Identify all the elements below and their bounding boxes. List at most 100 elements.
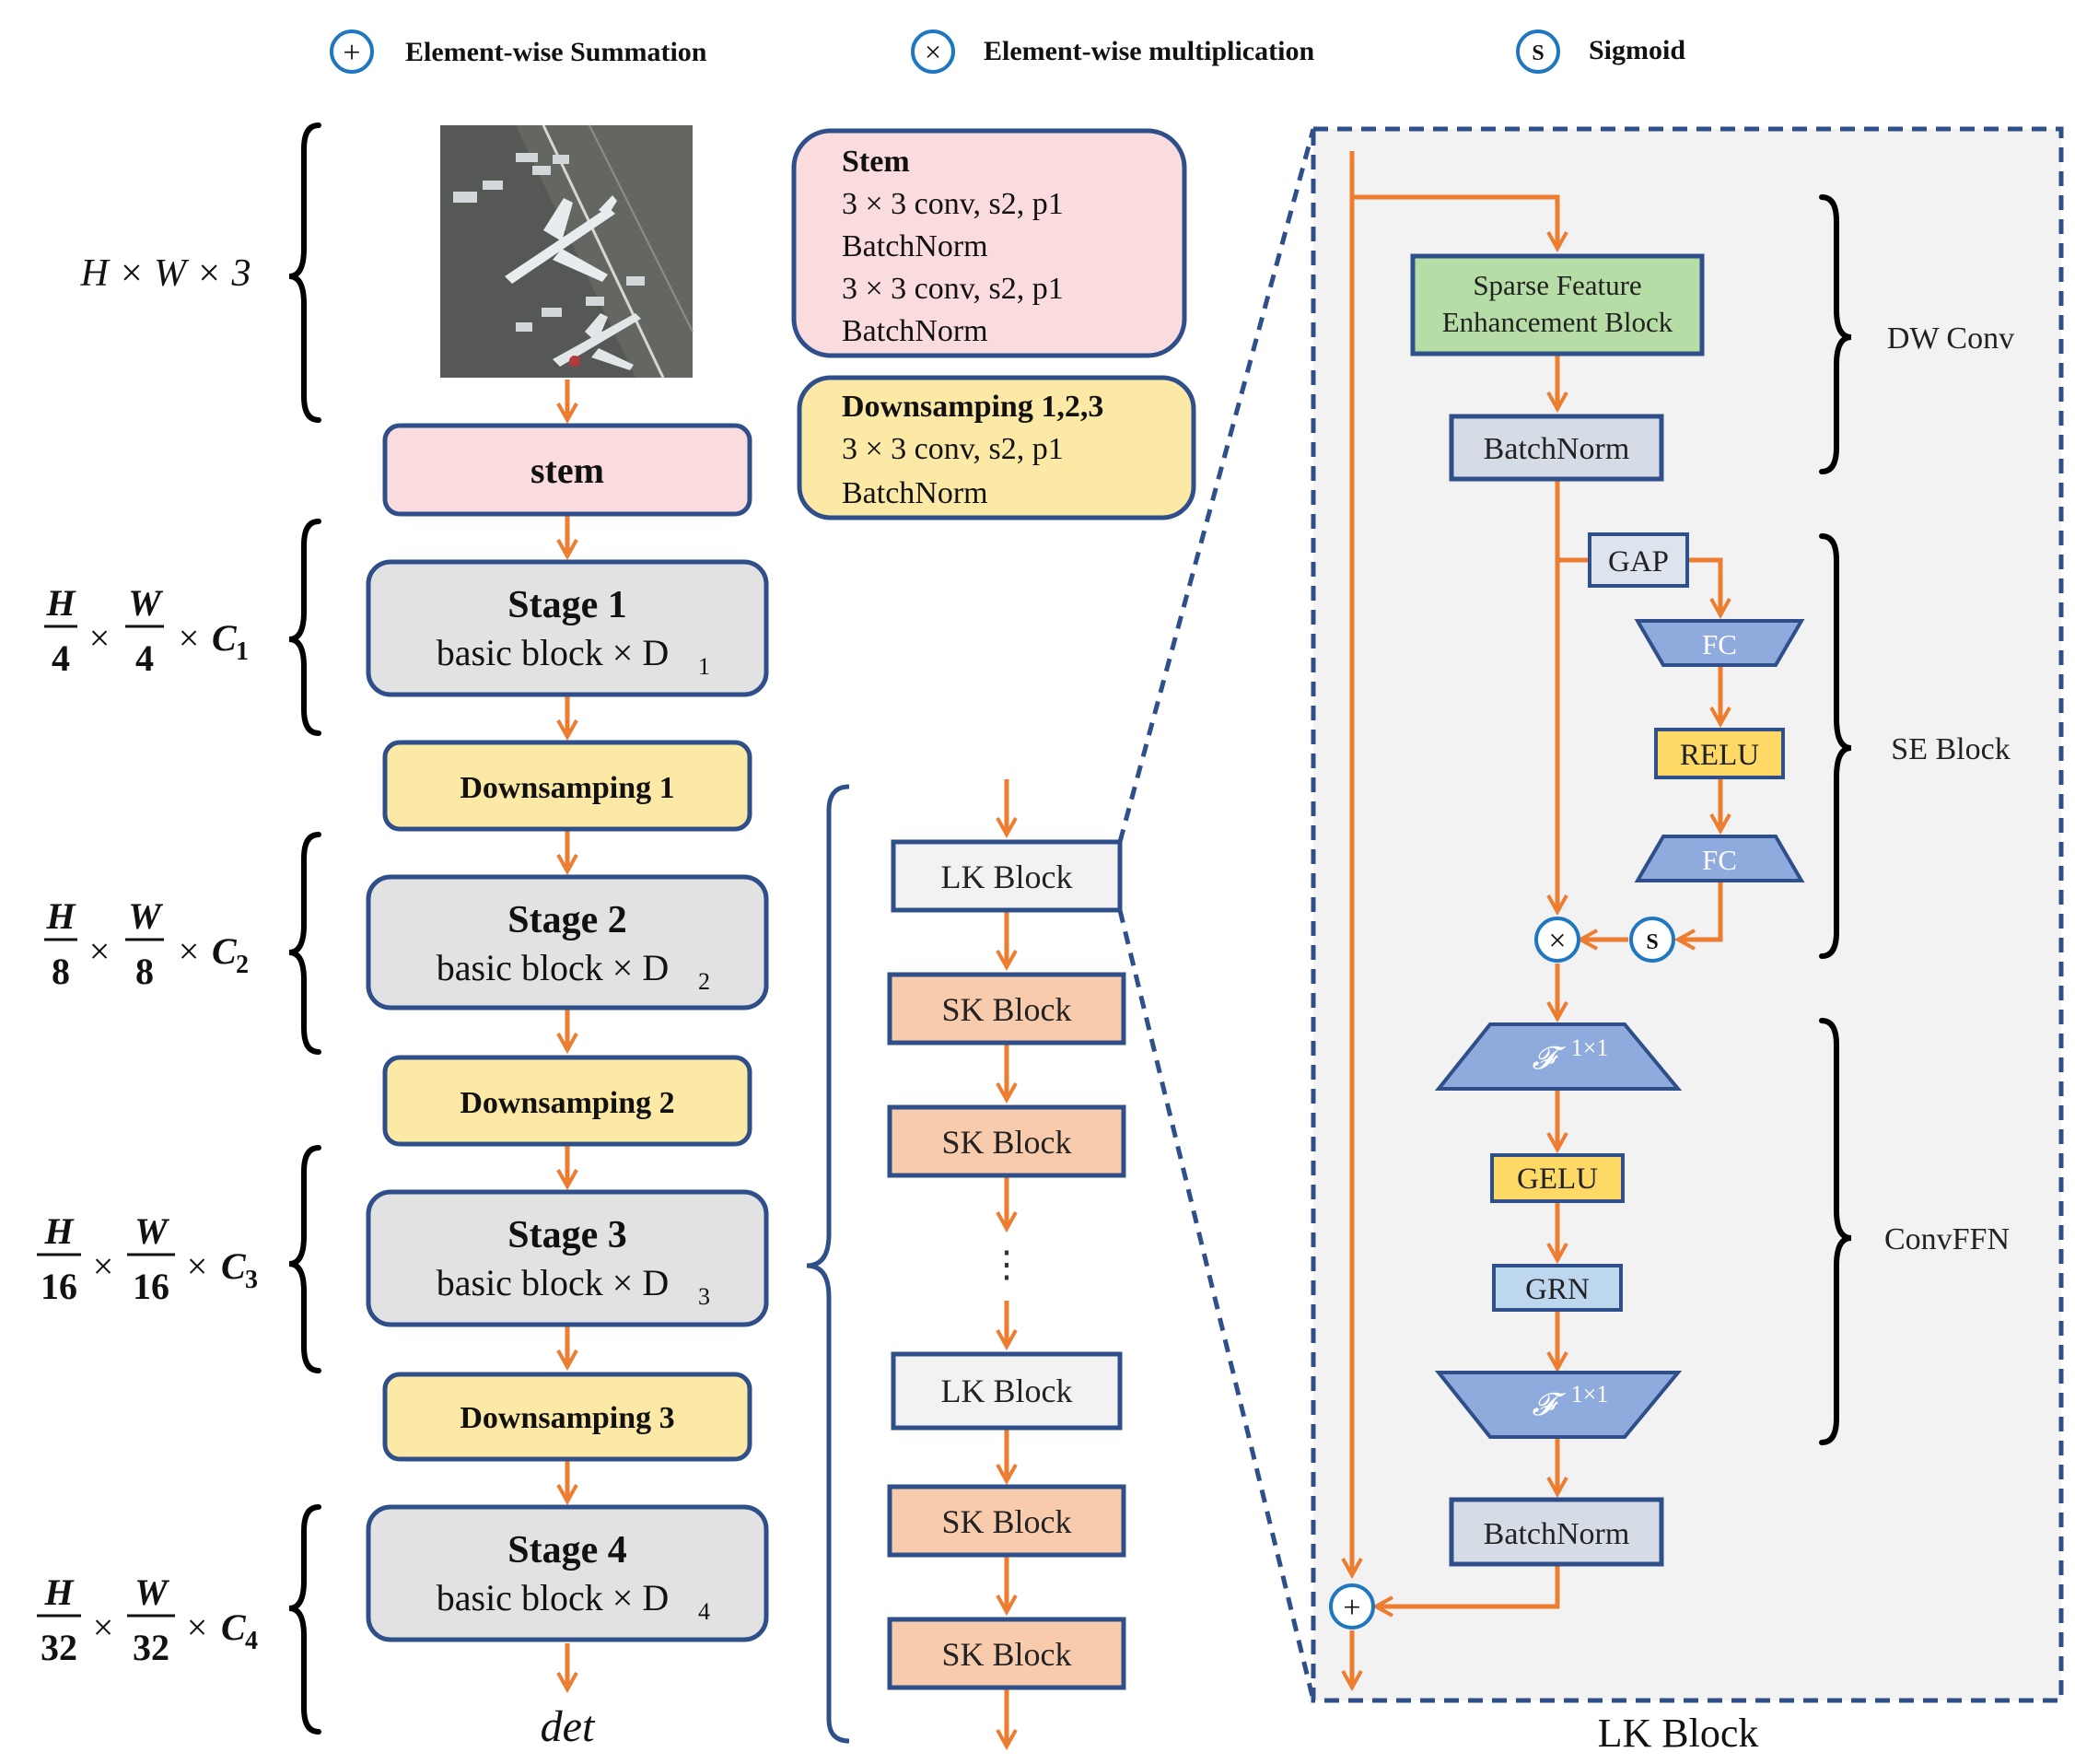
svg-text:Enhancement Block: Enhancement Block [1442, 306, 1673, 338]
output-label: det [541, 1702, 596, 1751]
lk-block-panel-title: LK Block [1598, 1711, 1759, 1756]
lk-block-item-2: LK Block [891, 1351, 1123, 1431]
svg-text:H: H [45, 895, 76, 937]
ellipsis-dots: ⋮ [988, 1244, 1025, 1285]
sk-block-item-1: SK Block [887, 972, 1126, 1046]
svg-text:Stage 1: Stage 1 [507, 584, 627, 626]
svg-text:×: × [89, 617, 111, 659]
conv1x1-box-1: 𝓕 1×1 [1434, 1022, 1683, 1091]
svg-text:3: 3 [698, 1283, 710, 1310]
batchnorm-box-1: BatchNorm [1449, 414, 1664, 482]
svg-text:C: C [212, 930, 238, 972]
mul-legend-icon: × [911, 29, 955, 74]
sigmoid-legend-label: Sigmoid [1589, 35, 1685, 65]
stage1-dim-label: H 4 × W 4 × C 1 [44, 582, 249, 679]
stage2-dim-label: H 8 × W 8 × C 2 [44, 895, 249, 992]
relu-box: RELU [1654, 728, 1785, 779]
svg-text:S: S [1532, 41, 1544, 65]
svg-text:basic block × D: basic block × D [437, 947, 670, 988]
svg-text:+: + [1343, 1591, 1360, 1625]
svg-text:32: 32 [41, 1627, 77, 1668]
svg-text:32: 32 [133, 1627, 169, 1668]
svg-text:×: × [925, 35, 941, 68]
svg-text:1×1: 1×1 [1571, 1034, 1609, 1061]
input-dim-label: H × W × 3 [79, 252, 251, 295]
left-braces [288, 123, 321, 1735]
svg-text:2: 2 [236, 951, 249, 979]
conv1x1-box-2: 𝓕 1×1 [1434, 1371, 1683, 1439]
svg-text:RELU: RELU [1680, 739, 1759, 772]
svg-text:×: × [89, 930, 111, 972]
svg-text:C: C [212, 617, 238, 659]
svg-text:×: × [179, 617, 200, 659]
svg-text:W: W [128, 895, 163, 937]
svg-text:FC: FC [1702, 844, 1737, 876]
legend: + Element-wise Summation × Element-wise … [330, 29, 1685, 74]
svg-text:W: W [128, 582, 163, 624]
downsampling3-box: Downsamping 3 [382, 1372, 752, 1462]
svg-text:Downsamping 1,2,3: Downsamping 1,2,3 [842, 390, 1103, 424]
svg-text:C: C [221, 1606, 247, 1648]
svg-text:+: + [343, 36, 360, 70]
svg-text:BatchNorm: BatchNorm [1484, 1517, 1630, 1551]
brace-stage2 [288, 832, 321, 1055]
sum-legend-icon: + [330, 29, 374, 74]
svg-text:×: × [187, 1606, 208, 1648]
svg-text:LK Block: LK Block [941, 1373, 1073, 1409]
svg-text:2: 2 [698, 968, 710, 995]
svg-text:4: 4 [52, 637, 70, 679]
lk-flow-lines [1352, 151, 1720, 1688]
se-block-label: SE Block [1891, 732, 2010, 766]
grn-box: GRN [1492, 1264, 1623, 1312]
fc-box-1: FC [1634, 619, 1805, 667]
svg-text:basic block × D: basic block × D [437, 1262, 670, 1303]
downsampling1-box: Downsamping 1 [382, 740, 752, 832]
gelu-box: GELU [1490, 1153, 1625, 1203]
svg-text:Downsamping 2: Downsamping 2 [460, 1086, 674, 1120]
brace-stage1 [288, 519, 321, 736]
stage3-box: Stage 3 basic block × D 3 [366, 1189, 769, 1327]
svg-text:8: 8 [52, 951, 70, 992]
svg-text:1: 1 [698, 653, 710, 680]
svg-text:Stem: Stem [842, 145, 910, 179]
svg-text:4: 4 [135, 637, 154, 679]
sparse-feature-enhancement-block: Sparse Feature Enhancement Block [1410, 253, 1705, 356]
brace-input [288, 123, 321, 423]
svg-text:C: C [221, 1245, 247, 1287]
svg-text:×: × [93, 1245, 114, 1287]
svg-text:BatchNorm: BatchNorm [1484, 432, 1630, 466]
brace-dw-conv [1819, 194, 1852, 474]
svg-text:SK Block: SK Block [941, 1503, 1071, 1540]
svg-text:3: 3 [245, 1266, 258, 1294]
stage1-box: Stage 1 basic block × D 1 [366, 559, 769, 697]
basic-block-brace [806, 784, 850, 1744]
svg-text:SK Block: SK Block [941, 991, 1071, 1028]
svg-text:FC: FC [1702, 628, 1737, 660]
svg-text:SK Block: SK Block [941, 1636, 1071, 1673]
sum-legend-label: Element-wise Summation [405, 37, 707, 67]
svg-text:GAP: GAP [1608, 545, 1669, 578]
svg-text:×: × [179, 930, 200, 972]
brace-se-block [1819, 533, 1852, 959]
svg-text:GRN: GRN [1525, 1273, 1590, 1306]
downsampling2-box: Downsamping 2 [382, 1055, 752, 1147]
brace-convffn [1819, 1018, 1852, 1445]
sigmoid-legend-icon: S [1516, 29, 1560, 74]
svg-text:16: 16 [133, 1266, 169, 1307]
svg-text:Sparse Feature: Sparse Feature [1473, 269, 1641, 301]
lk-block-panel [1311, 126, 2064, 1703]
brace-stage3 [288, 1145, 321, 1373]
svg-text:Stage 4: Stage 4 [507, 1529, 627, 1571]
svg-text:1: 1 [236, 637, 249, 666]
stem-detail-box: Stem 3 × 3 conv, s2, p1 BatchNorm 3 × 3 … [791, 128, 1187, 358]
gap-box: GAP [1588, 532, 1689, 588]
stem-box: stem [382, 423, 752, 517]
svg-text:4: 4 [245, 1627, 258, 1655]
fc-box-2: FC [1634, 835, 1805, 882]
svg-text:BatchNorm: BatchNorm [842, 314, 988, 348]
svg-text:3 × 3 conv, s2, p1: 3 × 3 conv, s2, p1 [842, 432, 1064, 466]
multiply-icon: × [1534, 917, 1580, 963]
batchnorm-box-2: BatchNorm [1449, 1497, 1664, 1567]
svg-text:×: × [187, 1245, 208, 1287]
